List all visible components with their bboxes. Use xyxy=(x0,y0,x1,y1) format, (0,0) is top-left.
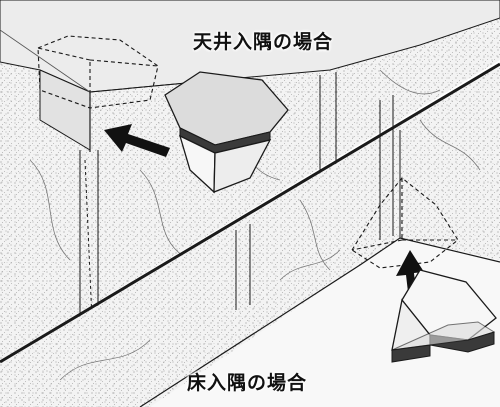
wall-joint-lines-bottom xyxy=(235,95,394,310)
ceiling-arrow-icon xyxy=(104,124,170,157)
scene-divider-line xyxy=(0,62,500,364)
floor-corner-caption: 床入隅の場合 xyxy=(187,372,308,394)
ceiling-corner-scene xyxy=(0,0,500,360)
floor-corner-dashed-outline xyxy=(351,177,459,269)
ceiling-corner-piece xyxy=(164,71,289,194)
floor-arrow-icon xyxy=(396,250,424,292)
ceiling-corner-caption: 天井入隅の場合 xyxy=(193,31,334,53)
wall-crack-lines-bottom xyxy=(59,119,481,381)
ceiling-panel xyxy=(0,0,500,93)
floor-corner-scene xyxy=(0,66,500,407)
ceiling-corner-dashed-outline xyxy=(37,35,159,109)
floor-corner-piece xyxy=(391,269,497,363)
